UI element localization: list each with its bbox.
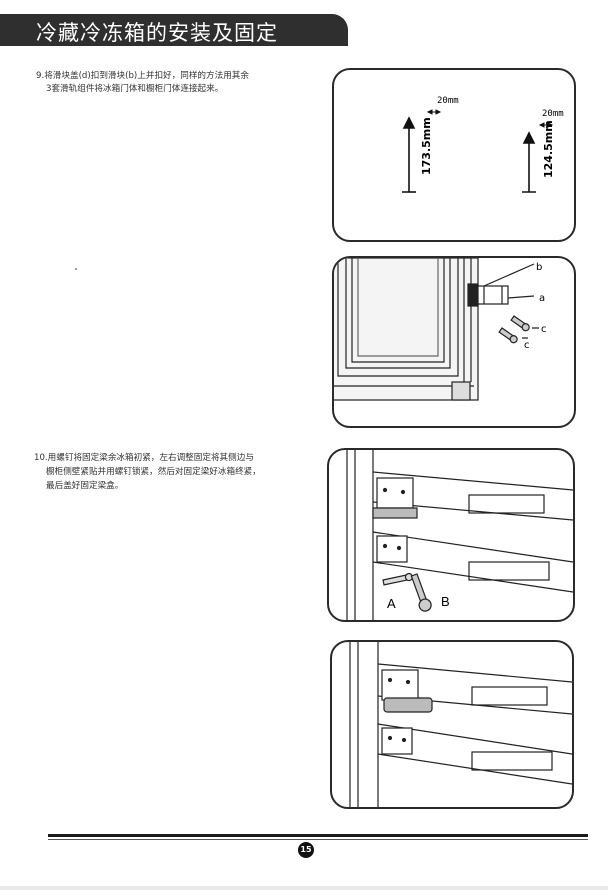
step10-line1: 10.用螺钉将固定梁余冰箱初紧，左右调整固定将其侧边与 <box>34 453 254 463</box>
label-b: b <box>536 262 542 273</box>
label-c-upper: c <box>541 324 547 335</box>
bottom-edge <box>0 886 608 890</box>
dim-left-height: 173.5mm <box>420 117 433 175</box>
label-B: B <box>441 594 450 609</box>
figure-dimensions: 20mm 20mm 173.5mm 124.5mm <box>332 68 576 242</box>
dim-right-width: 20mm <box>542 109 564 119</box>
footer-rule <box>48 834 588 837</box>
figure-fixing-beam: A B <box>327 448 575 622</box>
step9-line1: 9.将滑块盖(d)扣到滑块(b)上并扣好，同样的方法用其余 <box>36 71 249 81</box>
figure-fixing-beam-cover <box>330 640 574 809</box>
label-A: A <box>387 596 396 611</box>
step10-line2: 橱柜侧壁紧贴并用螺钉锁紧，然后对固定梁好冰箱终紧， <box>46 467 261 477</box>
label-c-lower: c <box>524 340 530 351</box>
step10-line3: 最后盖好固定梁盒。 <box>46 481 124 491</box>
page-title: 冷藏冷冻箱的安装及固定 <box>36 21 278 45</box>
stray-mark <box>75 268 77 270</box>
figure-slider-assembly: b a c c <box>332 256 576 428</box>
step9-line2: 3套滑轨组件将冰箱门体和橱柜门体连接起来。 <box>46 84 224 94</box>
footer-rule-thin <box>48 839 588 840</box>
page-number: 15 <box>298 842 314 858</box>
section-header: 冷藏冷冻箱的安装及固定 <box>0 14 348 46</box>
label-a: a <box>539 293 545 304</box>
dim-right-height: 124.5mm <box>542 120 555 178</box>
dim-left-width: 20mm <box>437 96 459 106</box>
